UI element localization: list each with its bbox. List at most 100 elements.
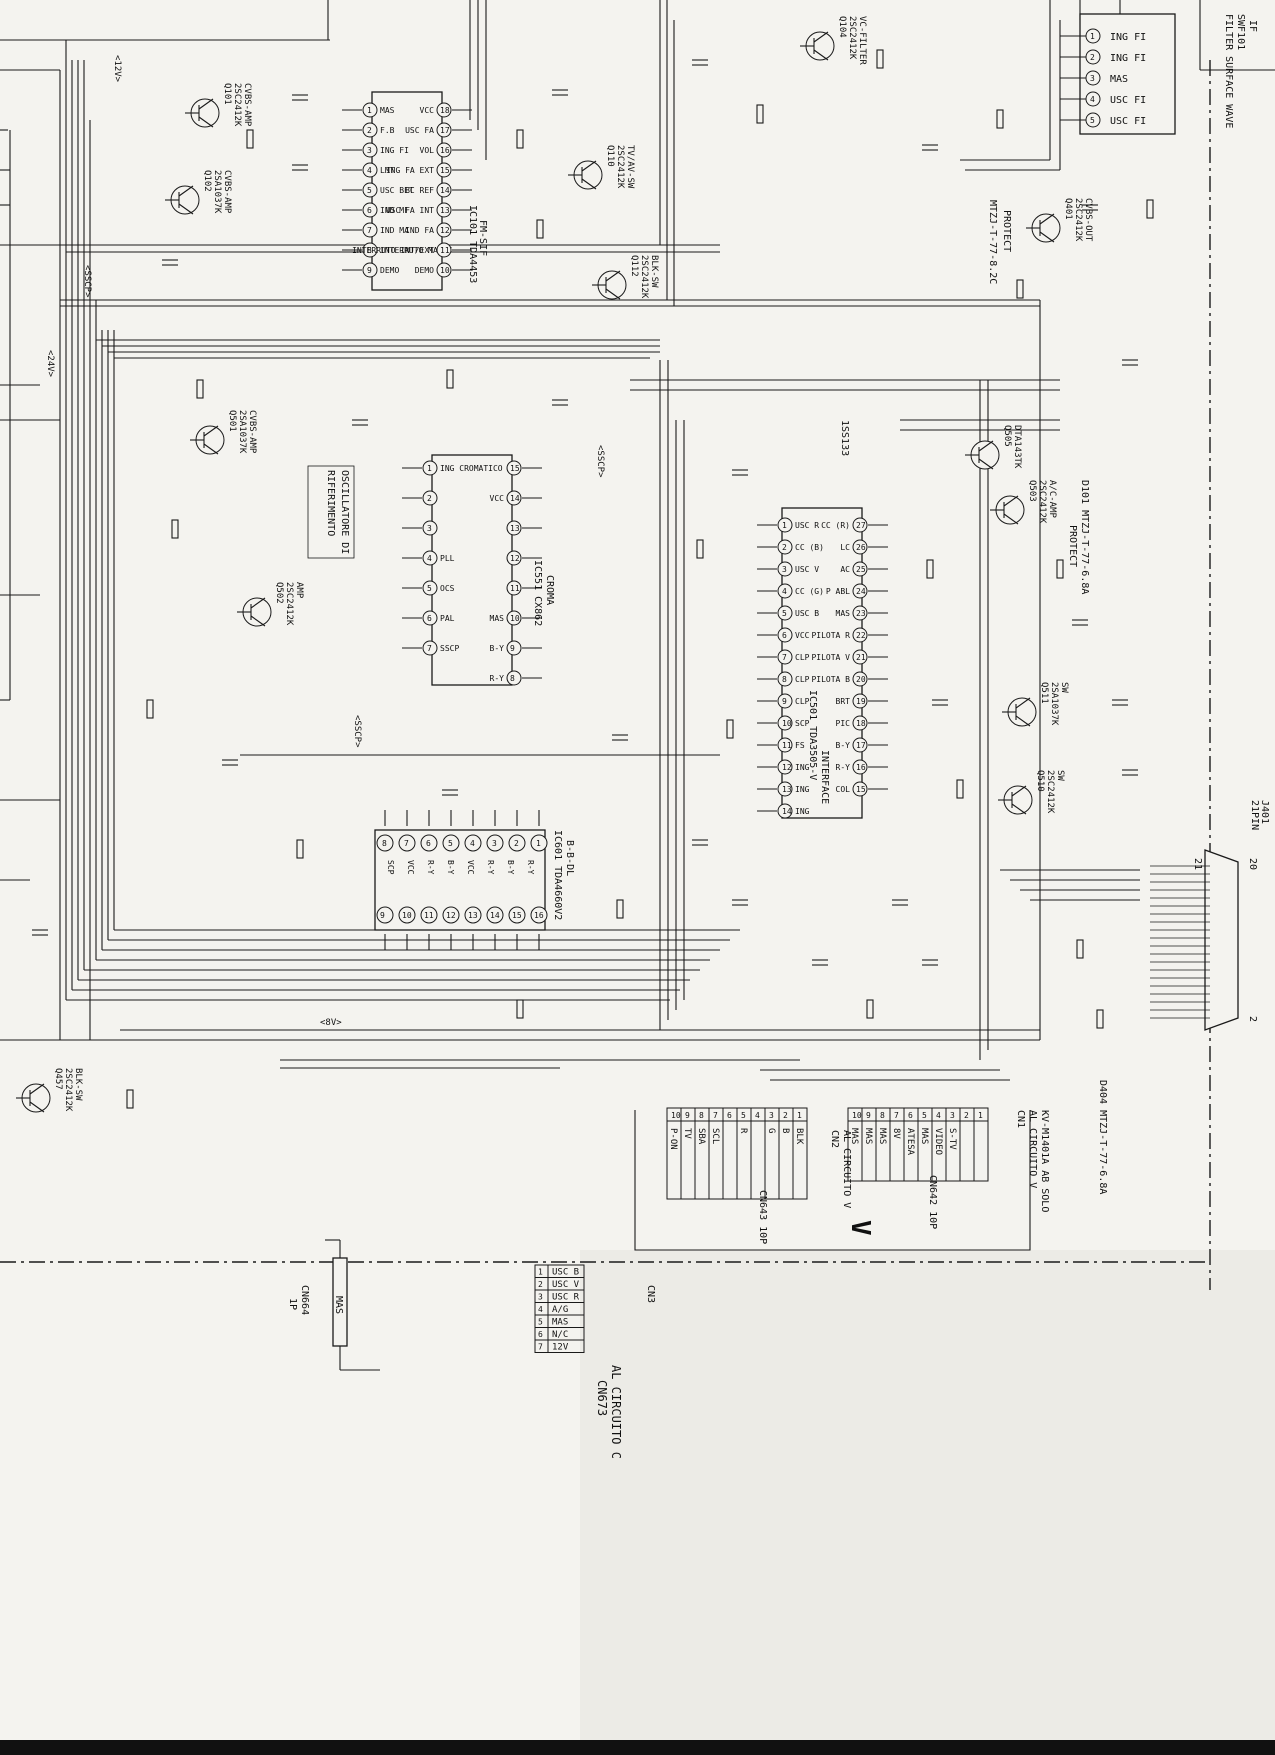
ic501-pin-label: PILOTA B: [811, 675, 850, 684]
ic551-pin-label: OCS: [440, 584, 455, 593]
connector-frame: [634, 1110, 1031, 1251]
cn2-ref: CN2: [829, 1130, 840, 1148]
ic501-pin-number: 11: [782, 741, 792, 750]
ic501-pin: [777, 759, 793, 775]
ic551-pin-label: R-Y: [490, 674, 505, 683]
ic101-pin-label: USC FA: [405, 126, 434, 135]
resistor: [616, 899, 624, 919]
ic551-pin-label: PLL: [440, 554, 455, 563]
ic101-pin-number: 1: [367, 106, 372, 115]
ic601-pin-number: 9: [380, 911, 385, 920]
ic101-pin: [436, 202, 452, 218]
ic501-pin-number: 7: [782, 653, 787, 662]
cn1-pin-number: 3: [950, 1111, 955, 1120]
resistor: [756, 104, 764, 124]
transistor-type: 2SC2412K: [232, 83, 242, 127]
ic601-pin-label: R-Y: [526, 860, 535, 875]
ic101-pin: [436, 222, 452, 238]
filter-desc: FILTER SURFACE WAVE: [1223, 14, 1234, 128]
resistor: [296, 839, 304, 859]
ic101-pin-number: 18: [440, 106, 450, 115]
scan-edge: [0, 1740, 1275, 1755]
ic501-pin-label: CLP: [795, 697, 810, 706]
resistor: [1146, 199, 1154, 219]
ic501-pin: [852, 737, 868, 753]
cn3-pin-signal: MAS: [552, 1318, 568, 1328]
cn2-dest: AL CIRCUITO V: [841, 1130, 852, 1208]
osc-label-1: OSCILLATORE DI: [339, 470, 350, 554]
ic601-pin-number: 15: [512, 911, 522, 920]
scart-pin-top: 20: [1247, 858, 1258, 870]
transistor-collector: [581, 160, 597, 172]
ic501-pin-number: 23: [856, 609, 866, 618]
transistor-role: BLK-SW: [73, 1068, 83, 1101]
ic501-pin-label: AC: [840, 565, 850, 574]
transistor-emitter: [1011, 803, 1027, 815]
transistor-type: 2SA1037K: [1049, 682, 1059, 726]
resistor: [956, 779, 964, 799]
ic101-pin-label: VOL: [420, 146, 435, 155]
transistor-type: 2SC2412K: [847, 16, 857, 60]
ic551-pin-number: 7: [427, 644, 432, 653]
ic501-pin: [777, 803, 793, 819]
if-label: IF: [1247, 20, 1258, 32]
ic601-pin-label: VCC: [466, 860, 475, 875]
ic101-pin-label: ING FI: [380, 146, 409, 155]
transistor-emitter: [1015, 715, 1031, 727]
ic101-pin-number: 13: [440, 206, 450, 215]
ic501-pin: [852, 649, 868, 665]
ic501-pin: [777, 671, 793, 687]
transistor-type: 2SC2412K: [1045, 770, 1055, 814]
resistor: [171, 519, 179, 539]
scart-pin-mid: 2: [1247, 1016, 1258, 1022]
cn1-pin-number: 4: [936, 1111, 941, 1120]
ic501-pin-number: 25: [856, 565, 866, 574]
ic101-pin: [362, 202, 378, 218]
ic501-pin-label: ING: [795, 785, 810, 794]
bus-label: <24V>: [45, 350, 55, 378]
filter-pin-label: ING FI: [1110, 53, 1146, 64]
transistor-collector: [1015, 697, 1031, 709]
cn2-pin-signal: BLK: [794, 1128, 804, 1145]
bus-label: <8V>: [320, 1018, 342, 1028]
resistor: [146, 699, 154, 719]
ic601-pin: [398, 906, 416, 924]
cn1-pin-signal: MAS: [877, 1128, 887, 1144]
transistor-role: CVBS-OUT: [1083, 198, 1093, 242]
ic551-pin: [506, 490, 522, 506]
protect-label-2: PROTECT: [1001, 210, 1012, 252]
ic551-body: [431, 454, 513, 686]
transistor-type: 2SC2412K: [1037, 480, 1047, 524]
ic501-pin: [777, 781, 793, 797]
ic551-pin: [506, 610, 522, 626]
cn3-pin-number: 3: [538, 1293, 543, 1302]
ic601-pin-number: 5: [448, 839, 453, 848]
transistor-type: 2SA1037K: [237, 410, 247, 454]
ic101-pin-number: 12: [440, 226, 450, 235]
ic501-pin-number: 14: [782, 807, 792, 816]
ic501-pin: [777, 627, 793, 643]
ic501-pin: [852, 759, 868, 775]
ic601-pin-label: VCC: [406, 860, 415, 875]
cn1-part: CN642 10P: [927, 1175, 938, 1229]
ic501-pin-number: 26: [856, 543, 866, 552]
ic551-pin: [506, 460, 522, 476]
cn1-ref: CN1: [1015, 1110, 1026, 1128]
ic551-pin-label: VCC: [490, 494, 505, 503]
cn3-pin-signal: N/C: [552, 1330, 568, 1340]
ic601-pin: [486, 906, 504, 924]
ic551-pin: [422, 460, 438, 476]
ic501-pin: [852, 715, 868, 731]
transistor-ref: Q503: [1027, 480, 1037, 502]
ic601-name: B-B-DL: [564, 840, 575, 876]
ic501-pin-number: 8: [782, 675, 787, 684]
ic601-pin-label: SCP: [386, 860, 395, 875]
cn3-ref: CN3: [645, 1285, 656, 1303]
